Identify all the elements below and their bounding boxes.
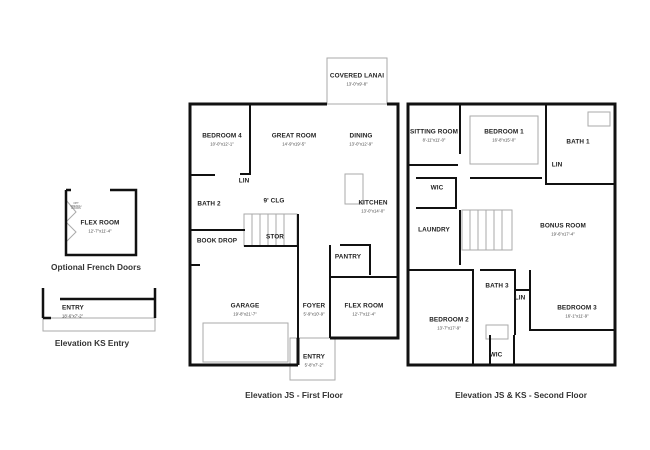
room-name: STOR (265, 233, 285, 241)
room-name: BATH 1 (566, 138, 590, 146)
room-name: FLEX ROOM (80, 219, 120, 227)
room-dimensions: 16'-1"x11'-9" (565, 313, 589, 319)
room-dimensions: 13'-0"x9'-8" (346, 81, 368, 87)
room-name: FOYER (302, 302, 326, 310)
room-name: PANTRY (334, 253, 362, 261)
room-linen: LIN (239, 171, 250, 188)
room-dimensions: 12'-7"x11'-4" (352, 311, 376, 317)
room-wic-primary: WIC (431, 178, 444, 195)
room-name: KITCHEN (358, 199, 388, 207)
room-storage: STOR (266, 227, 284, 244)
room-dimensions: 12'-7"x11'-4" (88, 228, 112, 234)
room-name: FLEX ROOM (344, 302, 384, 310)
entry-porch-outline (289, 337, 336, 381)
room-dimensions: 14'-9"x19'-5" (282, 141, 306, 147)
room-bath-1: BATH 1 (566, 132, 589, 149)
room-name: BEDROOM 1 (484, 128, 524, 136)
room-name: WIC (430, 184, 444, 192)
room-name: BEDROOM 3 (557, 304, 597, 312)
room-name: LAUNDRY (418, 226, 450, 234)
room-name: 9' CLG (263, 197, 285, 205)
room-name: LIN (514, 294, 526, 302)
room-linen-upper: LIN (552, 155, 563, 172)
room-name: BOOK DROP (196, 237, 238, 245)
room-name: ENTRY (62, 304, 84, 312)
room-laundry: LAUNDRY (418, 220, 450, 237)
room-name: GARAGE (230, 302, 260, 310)
room-pantry: PANTRY (335, 247, 361, 264)
room-name: BEDROOM 2 (429, 316, 469, 324)
room-name: WIC (489, 351, 503, 359)
room-bath-2: BATH 2 (197, 194, 220, 211)
ceiling-height-note: 9' CLG (264, 191, 285, 208)
room-name: BATH 2 (197, 200, 221, 208)
room-dimensions: 8'-11"x11'-0" (422, 137, 446, 143)
room-name: GREAT ROOM (271, 132, 317, 140)
room-linen-bath-3: LIN (515, 288, 526, 305)
room-name: BONUS ROOM (540, 222, 586, 230)
first-floor-exterior-walls (188, 102, 400, 367)
bedroom-1-ceiling (469, 115, 539, 165)
room-dimensions: 13'-7"x17'-9" (437, 325, 461, 331)
room-dimensions: 19'-8"x21'-7" (233, 311, 257, 317)
optional-french-doors-caption: Optional French Doors (51, 262, 141, 272)
ks-entry-walls (41, 288, 157, 320)
garage-door (202, 322, 289, 363)
stairs-second-floor (461, 209, 513, 251)
room-name: BATH 3 (485, 282, 509, 290)
first-floor-caption: Elevation JS - First Floor (245, 390, 343, 400)
room-name: BEDROOM 4 (202, 132, 242, 140)
room-name: LIN (551, 161, 563, 169)
room-name: LIN (238, 177, 250, 185)
room-dimensions: 10'-0"x12'-1" (210, 141, 234, 147)
room-dimensions: 16'-8"x15'-0" (492, 137, 516, 143)
room-dimensions: 5'-8"x7'-2" (304, 362, 324, 368)
ks-entry-caption: Elevation KS Entry (54, 338, 130, 348)
room-dimensions: 19'-6"x17'-4" (551, 231, 575, 237)
room-name: SITTING ROOM (409, 128, 459, 136)
covered-lanai-outline (326, 57, 388, 105)
ks-entry-porch-outline (42, 317, 156, 332)
second-floor-caption: Elevation JS & KS - Second Floor (455, 390, 587, 400)
room-name: DINING (349, 132, 373, 140)
room-dimensions: 13'-0"x14'-0" (361, 208, 385, 214)
room-dimensions: 5'-9"x10'-9" (303, 311, 325, 317)
room-name: COVERED LANAI (329, 72, 385, 80)
room-dimensions: 13'-0"x12'-9" (349, 141, 373, 147)
french-doors-note: OPT FRENCH DOORS (70, 201, 82, 211)
kitchen-island (344, 173, 364, 205)
room-bath-3: BATH 3 (485, 276, 508, 293)
room-name: ENTRY (303, 353, 325, 361)
room-book-drop: BOOK DROP (197, 231, 237, 248)
room-dimensions: 18'-6"x7'-2" (62, 313, 84, 319)
room-wic-bedroom-2: WIC (490, 345, 503, 362)
